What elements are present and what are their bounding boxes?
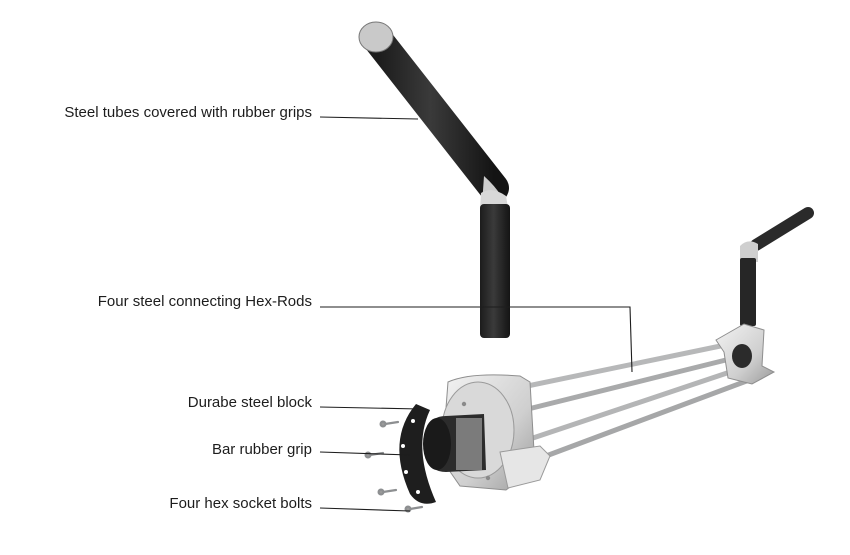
tube-end-cap bbox=[359, 22, 393, 52]
label-hex-bolts: Four hex socket bolts bbox=[169, 495, 312, 513]
label-steel-tubes: Steel tubes covered with rubber grips bbox=[64, 104, 312, 122]
small-angled-grip bbox=[756, 213, 808, 245]
large-handle bbox=[359, 22, 510, 338]
leader-hex-bolts bbox=[320, 508, 410, 511]
label-bar-rubber-grip: Bar rubber grip bbox=[212, 441, 312, 459]
hex-rods bbox=[508, 343, 760, 456]
vertical-rubber-grip bbox=[480, 204, 510, 338]
hex-rod-4 bbox=[546, 376, 760, 456]
small-handle bbox=[740, 213, 808, 326]
bolt-1 bbox=[381, 422, 398, 427]
leader-steel-tubes bbox=[320, 117, 418, 119]
block-lower-clamp bbox=[500, 446, 550, 488]
bar-rubber-grip-part bbox=[423, 414, 486, 472]
label-hex-rods: Four steel connecting Hex-Rods bbox=[98, 293, 312, 311]
leader-hex-rods bbox=[320, 307, 632, 372]
label-steel-block: Durabe steel block bbox=[188, 394, 312, 412]
bolt-3 bbox=[379, 490, 396, 495]
far-block-bore bbox=[732, 344, 752, 368]
leader-steel-block bbox=[320, 407, 420, 409]
angled-rubber-grip bbox=[378, 40, 494, 188]
small-vertical-grip bbox=[740, 258, 756, 326]
